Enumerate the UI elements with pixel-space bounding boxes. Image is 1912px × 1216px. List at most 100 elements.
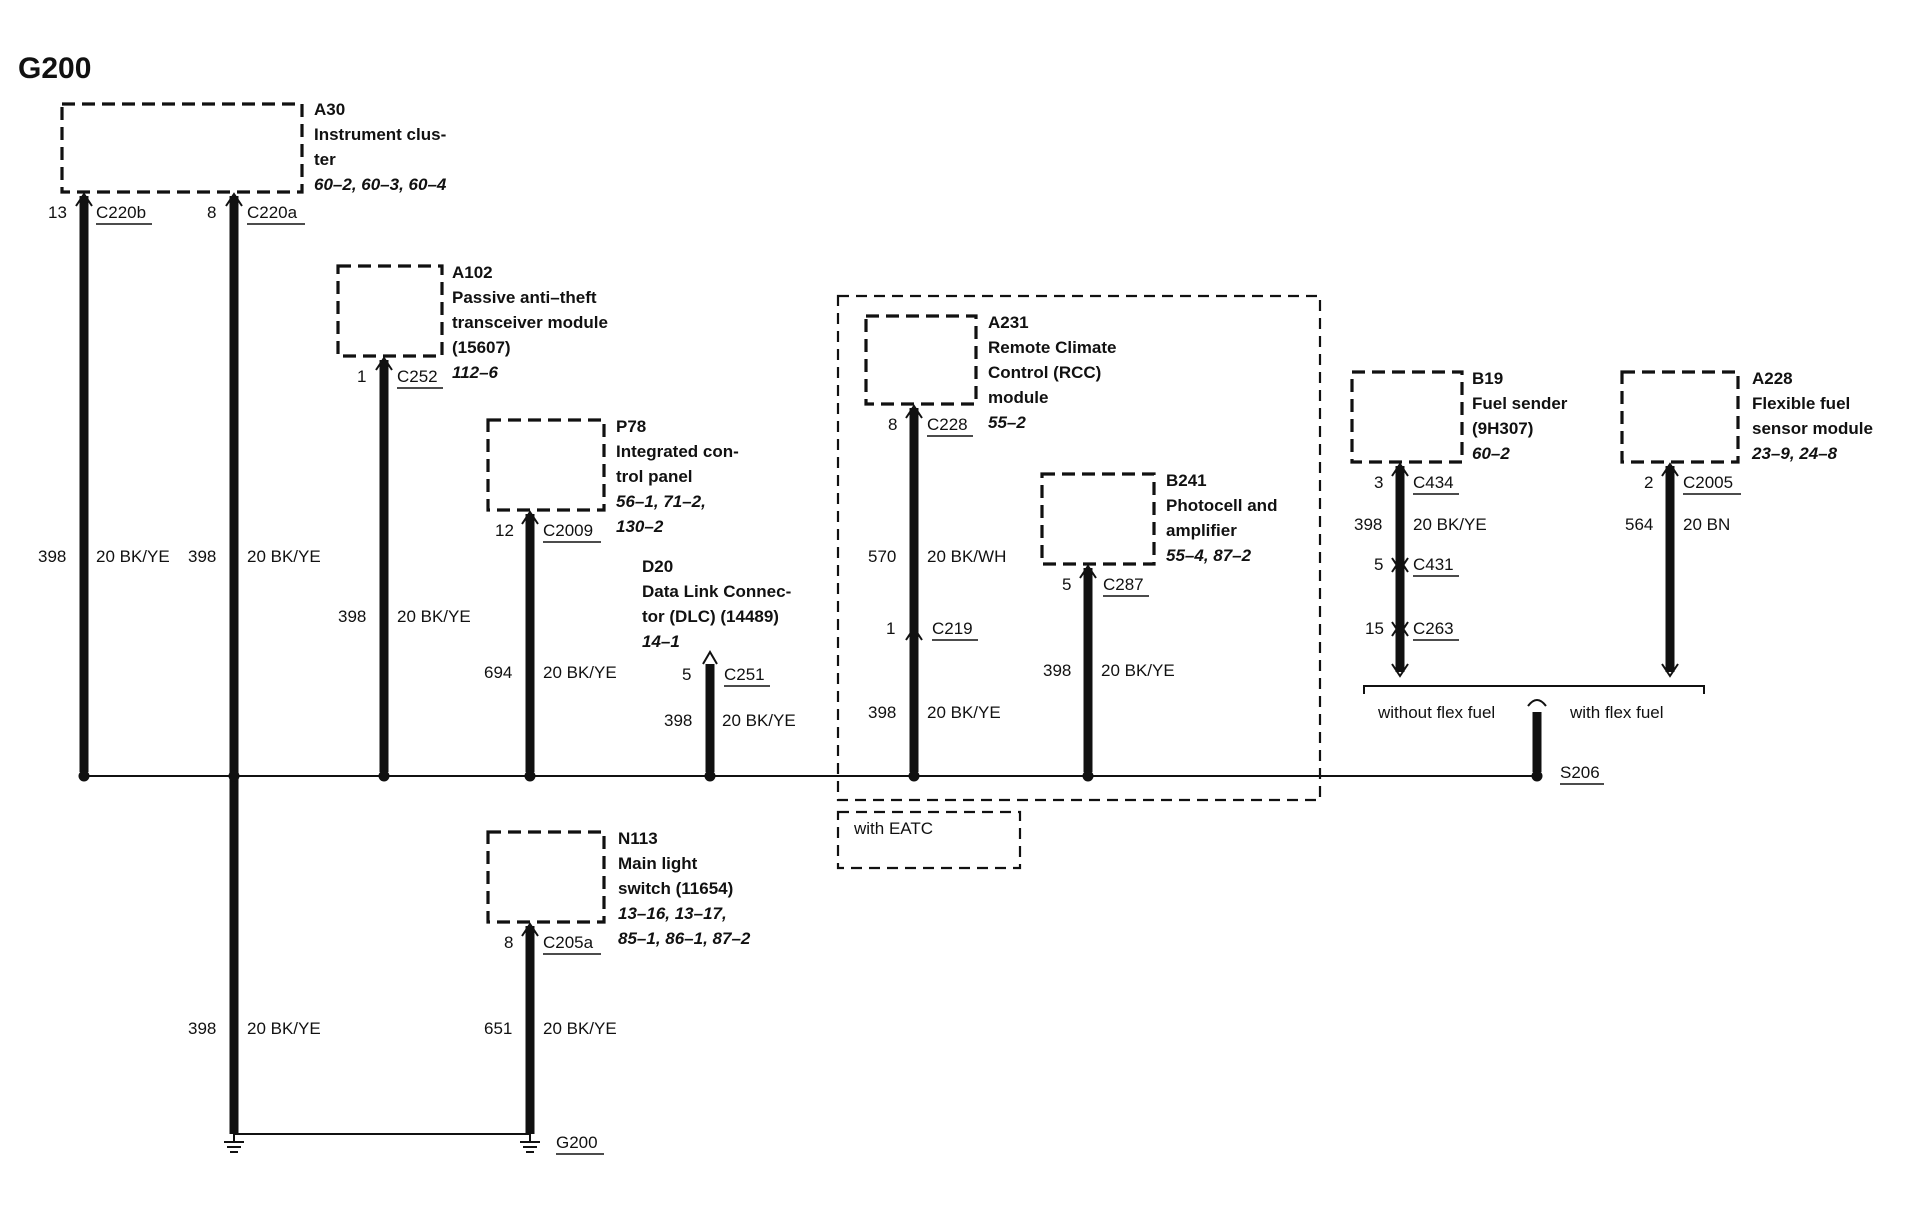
component-p78: P78 Integrated con- trol panel 56–1, 71–… (486, 417, 739, 536)
connector-pin: 3 (1374, 473, 1383, 492)
connector-pin: 5 (1374, 555, 1383, 574)
connector-name: C220a (247, 203, 298, 222)
connector-terminal-icon (1661, 462, 1679, 477)
circuit-number: 398 (664, 711, 692, 730)
circuit-number: 564 (1625, 515, 1653, 534)
wire-spec: 20 BK/YE (96, 547, 170, 566)
connector-pin: 1 (886, 619, 895, 638)
wire-spec: 20 BK/YE (397, 607, 471, 626)
component-reference: 14–1 (642, 632, 680, 651)
wire-p78: 12 C2009 694 20 BK/YE (484, 510, 617, 782)
splice-label: S206 (1560, 763, 1600, 782)
component-box (1620, 370, 1740, 464)
connector-pin: 5 (1062, 575, 1071, 594)
splice-dot (228, 770, 240, 782)
component-name-line: Instrument clus- (314, 125, 446, 144)
connector-terminal-icon (1079, 564, 1097, 579)
wire-spec: 20 BN (1683, 515, 1730, 534)
connector-name: C263 (1413, 619, 1454, 638)
connector-name: C251 (724, 665, 765, 684)
connector-name: C434 (1413, 473, 1454, 492)
component-name-line: Control (RCC) (988, 363, 1101, 382)
wire-b19: 3 C434 398 20 BK/YE 5 C431 15 C263 (1354, 462, 1487, 678)
component-box (60, 102, 304, 194)
ground-icon (520, 1134, 540, 1153)
wire-n113: 8 C205a 651 20 BK/YE (484, 922, 617, 1134)
component-id: N113 (618, 829, 658, 848)
wire-a102: 1 C252 398 20 BK/YE (338, 356, 471, 782)
component-box (1350, 370, 1464, 464)
connector-pin: 2 (1644, 473, 1653, 492)
component-name-line: tor (DLC) (14489) (642, 607, 779, 626)
splice-dot (1082, 770, 1094, 782)
component-a30: A30 Instrument clus- ter 60–2, 60–3, 60–… (60, 100, 447, 194)
component-name-line: Remote Climate (988, 338, 1116, 357)
component-id: A30 (314, 100, 345, 119)
connector-terminal-icon (521, 510, 539, 525)
connector-name: C228 (927, 415, 968, 434)
wire-spec: 20 BK/WH (927, 547, 1006, 566)
eatc-option-label-box (836, 810, 1022, 870)
connector-terminal-icon (1391, 663, 1409, 678)
splice-dot (1531, 770, 1543, 782)
wire-spec: 20 BK/YE (722, 711, 796, 730)
connector-pin: 8 (207, 203, 216, 222)
component-id: P78 (616, 417, 646, 436)
component-b241: B241 Photocell and amplifier 55–4, 87–2 (1040, 471, 1277, 566)
wire-spec: 20 BK/YE (1101, 661, 1175, 680)
component-id: B19 (1472, 369, 1503, 388)
connector-pin: 12 (495, 521, 514, 540)
ground-icon (224, 1134, 244, 1153)
connector-name: C2009 (543, 521, 593, 540)
component-d20: D20 Data Link Connec- tor (DLC) (14489) … (642, 557, 791, 651)
circuit-number: 398 (188, 547, 216, 566)
connector-terminal-icon (1391, 462, 1409, 477)
splice-dot (524, 770, 536, 782)
component-box (486, 418, 606, 512)
connector-terminal-icon (521, 922, 539, 937)
component-reference: 55–4, 87–2 (1166, 546, 1252, 565)
circuit-number: 398 (868, 703, 896, 722)
connector-pin: 1 (357, 367, 366, 386)
component-name-line: (9H307) (1472, 419, 1533, 438)
component-reference: 60–2, 60–3, 60–4 (314, 175, 447, 194)
component-name-line: transceiver module (452, 313, 608, 332)
component-reference: 60–2 (1472, 444, 1510, 463)
connector-terminal-icon (1391, 621, 1409, 637)
wire-spec: 20 BK/YE (927, 703, 1001, 722)
component-name-line: trol panel (616, 467, 693, 486)
component-name-line: sensor module (1752, 419, 1873, 438)
component-reference: 112–6 (452, 363, 499, 382)
connector-name: C431 (1413, 555, 1454, 574)
connector-terminal-icon (1661, 663, 1679, 678)
connector-pin: 5 (682, 665, 691, 684)
wire-a228: 2 C2005 564 20 BN (1625, 462, 1741, 678)
component-box (486, 830, 606, 924)
option-label-without-flex: without flex fuel (1377, 703, 1495, 722)
connector-pin: 15 (1365, 619, 1384, 638)
component-name-line: Photocell and (1166, 496, 1277, 515)
circuit-number: 570 (868, 547, 896, 566)
component-id: A228 (1752, 369, 1793, 388)
eatc-option-label: with EATC (853, 819, 933, 838)
connector-terminal-icon (905, 404, 923, 419)
component-id: D20 (642, 557, 673, 576)
connector-terminal-icon (75, 192, 93, 207)
component-name-line: Flexible fuel (1752, 394, 1850, 413)
component-id: A231 (988, 313, 1029, 332)
flex-fuel-option-bracket: without flex fuel with flex fuel S206 (1363, 685, 1705, 785)
wire-spec: 20 BK/YE (247, 547, 321, 566)
connector-terminal-icon (905, 626, 923, 641)
splice-dot (378, 770, 390, 782)
connector-name: C2005 (1683, 473, 1733, 492)
connector-terminal-icon (225, 192, 243, 207)
connector-pin: 13 (48, 203, 67, 222)
component-box (336, 264, 444, 358)
option-label-with-flex: with flex fuel (1569, 703, 1664, 722)
option-bracket-line (1363, 685, 1705, 694)
wire-spec: 20 BK/YE (543, 1019, 617, 1038)
component-name-line: ter (314, 150, 336, 169)
component-reference: 13–16, 13–17, (618, 904, 727, 923)
circuit-number: 398 (1354, 515, 1382, 534)
connector-pin: 8 (888, 415, 897, 434)
